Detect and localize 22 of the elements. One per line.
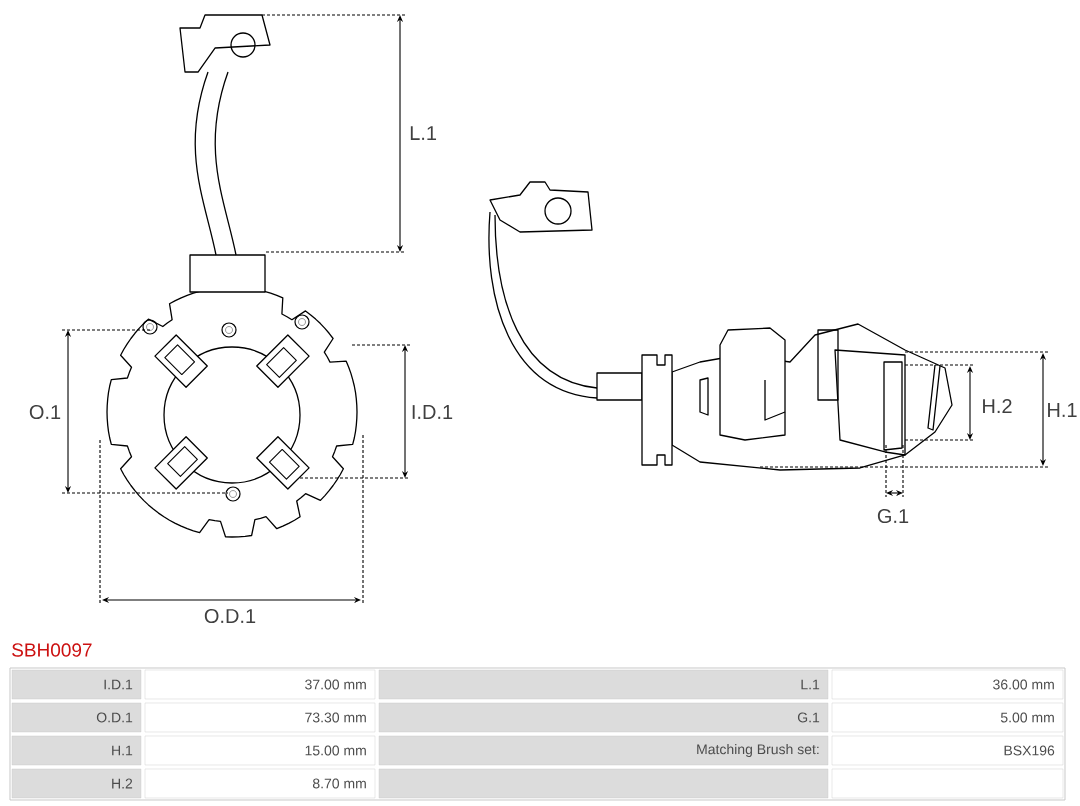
table-cell: I.D.1 (11, 669, 142, 700)
dimension-label: I.D.1 (412, 405, 453, 419)
table-cell: O.D.1 (11, 702, 142, 733)
table-cell: 36.00 mm (831, 669, 1064, 700)
dimension-label: G.1 (877, 508, 909, 524)
table-cell: 5.00 mm (831, 702, 1064, 733)
table-cell: H.1 (11, 735, 142, 766)
table-cell: 8.70 mm (144, 768, 376, 799)
table-cell: BSX196 (831, 735, 1064, 766)
table-cell: L.1 (378, 669, 829, 700)
part-number-title: SBH0097 (12, 643, 92, 657)
dimension-label: H.2 (983, 399, 1012, 413)
dimension-label: L.1 (410, 126, 437, 140)
dimension-label: O.1 (29, 404, 61, 420)
table-cell: 73.30 mm (144, 702, 376, 733)
dimension-label: O.D.1 (204, 608, 256, 624)
table-cell: H.2 (11, 768, 142, 799)
table-cell: 15.00 mm (144, 735, 376, 766)
dimension-label: H.1 (1048, 403, 1077, 417)
table-cell: Matching Brush set: (378, 735, 829, 766)
table-cell: G.1 (378, 702, 829, 733)
table-cell: 37.00 mm (144, 669, 376, 700)
